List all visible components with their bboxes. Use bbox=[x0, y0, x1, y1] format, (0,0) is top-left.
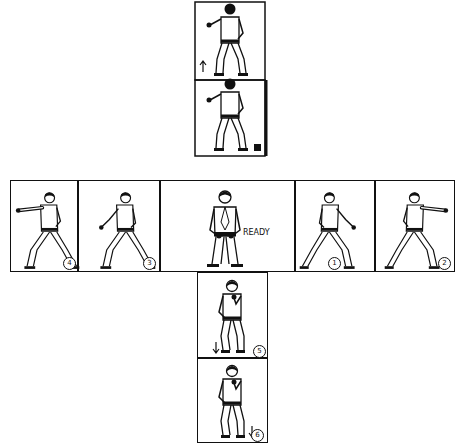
direction-arrow bbox=[200, 61, 206, 72]
panel-edge bbox=[265, 80, 268, 156]
stance-panel: READY bbox=[160, 180, 295, 272]
student-figure bbox=[219, 366, 245, 439]
student-figure bbox=[300, 193, 356, 269]
ready-figure bbox=[207, 191, 243, 267]
callout-number: 4 bbox=[63, 257, 76, 270]
stance-panel bbox=[195, 2, 265, 80]
ready-label: READY bbox=[243, 228, 270, 237]
student-figure bbox=[385, 193, 448, 269]
student-figure bbox=[207, 79, 249, 152]
stance-panel: 5 bbox=[197, 272, 268, 358]
stance-panel: 4 bbox=[10, 180, 78, 272]
student-figure bbox=[207, 4, 249, 77]
stance-panel: 6 bbox=[197, 358, 268, 443]
stance-panel: 2 bbox=[375, 180, 455, 272]
direction-arrow bbox=[213, 342, 219, 353]
callout-number: 5 bbox=[253, 345, 266, 358]
callout-number: 6 bbox=[251, 429, 264, 442]
callout-number: 1 bbox=[328, 257, 341, 270]
callout-number: 2 bbox=[438, 257, 451, 270]
callout-number: 3 bbox=[143, 257, 156, 270]
stance-panel: 1 bbox=[295, 180, 375, 272]
step-mark bbox=[254, 144, 261, 151]
student-figure bbox=[219, 281, 245, 354]
stance-panel: 3 bbox=[78, 180, 160, 272]
